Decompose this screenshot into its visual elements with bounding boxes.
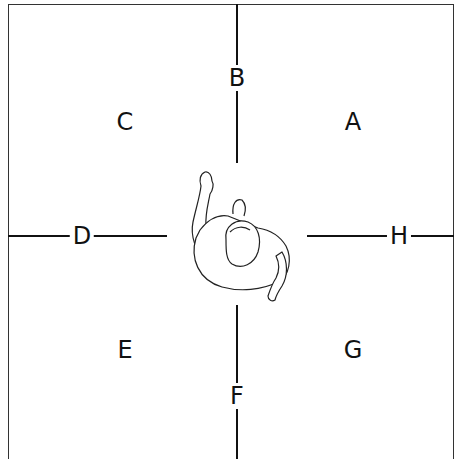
person-hair bbox=[230, 227, 250, 232]
region-label: E bbox=[114, 337, 135, 363]
divider-lines bbox=[8, 4, 454, 459]
person-head bbox=[226, 221, 260, 266]
region-label: A bbox=[342, 109, 364, 135]
person-figure bbox=[192, 172, 289, 301]
divider-line bbox=[307, 235, 454, 237]
frame bbox=[9, 5, 454, 459]
divider-line bbox=[236, 305, 238, 459]
region-label: F bbox=[227, 383, 247, 409]
region-label: G bbox=[341, 337, 366, 363]
person-hand bbox=[233, 200, 245, 216]
person-arm bbox=[268, 252, 287, 301]
region-label: B bbox=[226, 65, 248, 91]
region-label: C bbox=[114, 109, 137, 135]
region-label: H bbox=[387, 223, 411, 249]
region-label: D bbox=[70, 223, 94, 249]
